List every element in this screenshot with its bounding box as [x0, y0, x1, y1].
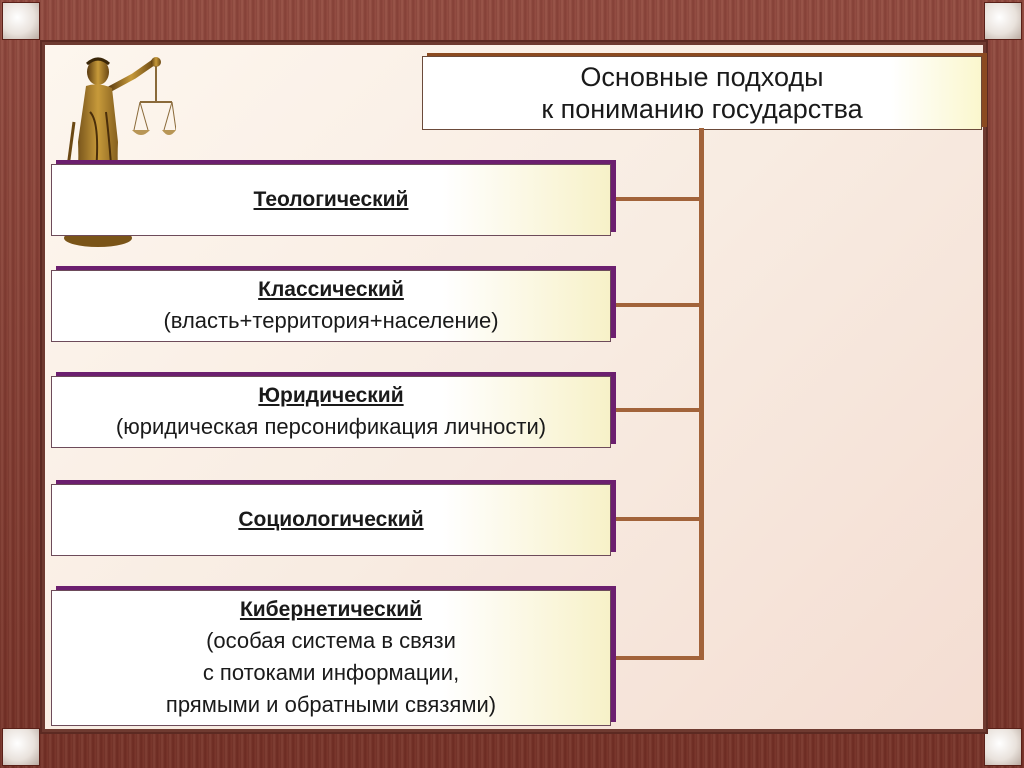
frame-corner-top-left: [2, 2, 40, 40]
frame-corner-top-right: [984, 2, 1022, 40]
frame-corner-bottom-right: [984, 728, 1022, 766]
connector-classical: [613, 303, 703, 307]
approach-description-line-2: с потоками информации,: [202, 660, 460, 685]
approach-box-classical: Классический (власть+территория+населени…: [51, 270, 611, 342]
approach-description-line-3: прямыми и обратными связями): [165, 692, 497, 717]
approach-box-cybernetic: Кибернетический (особая система в связи …: [51, 590, 611, 726]
approach-title: Теологический: [253, 188, 409, 211]
approach-box-sociological: Социологический: [51, 484, 611, 556]
approach-description: (юридическая персонификация личности): [115, 414, 547, 439]
connector-trunk: [699, 128, 704, 660]
approach-title: Социологический: [238, 508, 424, 531]
approach-description-line-1: (особая система в связи: [206, 628, 456, 653]
title-line-1: Основные подходы: [580, 62, 824, 92]
approach-title: Юридический: [258, 384, 404, 407]
frame-corner-bottom-left: [2, 728, 40, 766]
approach-title: Кибернетический: [239, 598, 423, 621]
diagram-title-box: Основные подходы к пониманию государства: [422, 56, 982, 130]
approach-description: (власть+территория+население): [163, 308, 499, 333]
connector-theological: [613, 197, 703, 201]
approach-box-juridical: Юридический (юридическая персонификация …: [51, 376, 611, 448]
title-line-2: к пониманию государства: [541, 94, 863, 124]
approach-title: Классический: [258, 278, 404, 301]
connector-cybernetic: [613, 656, 703, 660]
approach-box-theological: Теологический: [51, 164, 611, 236]
connector-juridical: [613, 408, 703, 412]
connector-sociological: [613, 517, 703, 521]
